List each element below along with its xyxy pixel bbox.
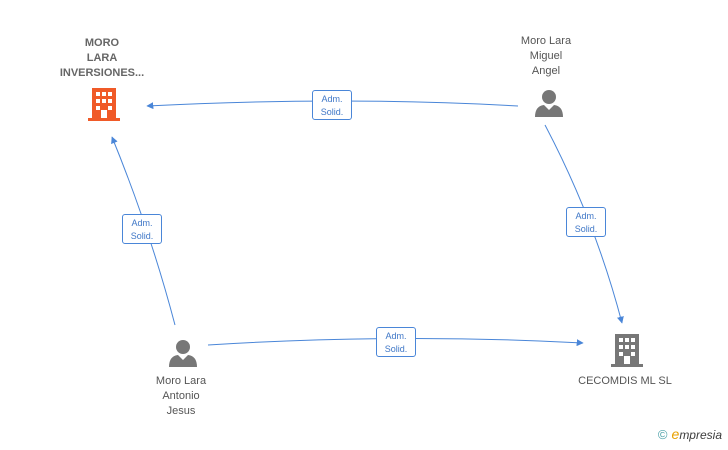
person-icon[interactable] xyxy=(168,338,198,368)
node-label-moro-lara-antonio-jesus[interactable]: Moro Lara Antonio Jesus xyxy=(155,375,207,417)
edge-label-miguel-cecomdis[interactable]: Adm. Solid. xyxy=(566,207,606,237)
copyright-symbol: © xyxy=(657,427,668,442)
node-label-cecomdis-ml-sl[interactable]: CECOMDIS ML SL xyxy=(578,375,672,387)
building-icon[interactable] xyxy=(611,332,643,368)
building-icon[interactable] xyxy=(88,86,120,122)
edge-label-antonio-cecomdis[interactable]: Adm. Solid. xyxy=(376,327,416,357)
edge-label-antonio-inversiones[interactable]: Adm. Solid. xyxy=(122,214,162,244)
person-icon[interactable] xyxy=(534,88,564,118)
node-label-moro-lara-miguel-angel[interactable]: Moro Lara Miguel Angel xyxy=(520,35,572,77)
node-label-moro-lara-inversiones[interactable]: MORO LARA INVERSIONES... xyxy=(59,37,145,79)
brand-e: e xyxy=(671,426,680,442)
empresia-logo: ©empresia xyxy=(658,426,722,442)
edge-label-miguel-inversiones[interactable]: Adm. Solid. xyxy=(312,90,352,120)
brand-name: mpresia xyxy=(679,428,722,442)
